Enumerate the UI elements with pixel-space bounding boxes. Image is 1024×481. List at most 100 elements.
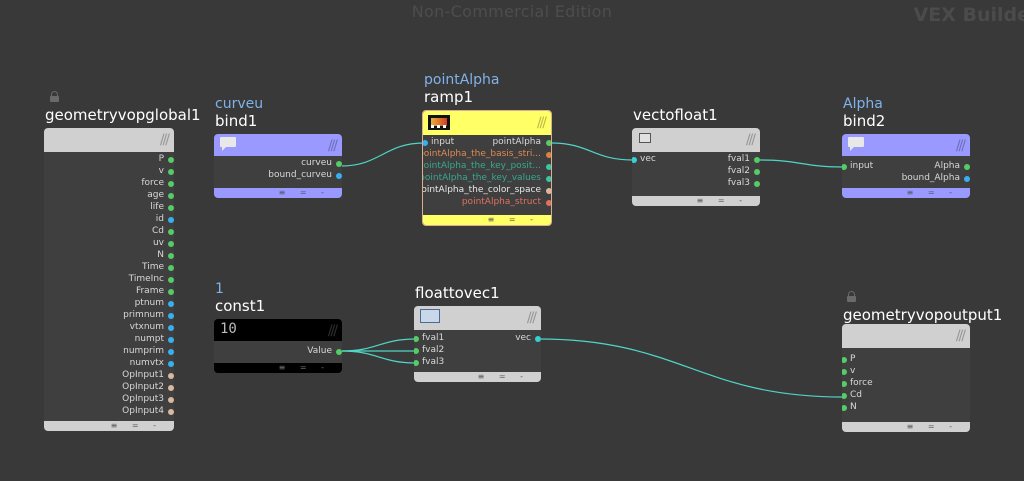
output-dot[interactable] [535, 336, 541, 342]
node-header[interactable]: /// [423, 111, 551, 135]
node-header[interactable]: 10 /// [214, 319, 342, 341]
output-dot[interactable] [168, 397, 174, 403]
output-port-ramp-2[interactable]: pointAlpha_the_key_posit... [422, 161, 541, 171]
output-dot[interactable] [168, 181, 174, 187]
input-port-p[interactable]: P [850, 354, 856, 364]
output-dot[interactable] [754, 169, 760, 175]
input-port-input[interactable]: input [850, 161, 874, 171]
output-port-time[interactable]: Time [141, 262, 164, 272]
output-port-ramp-4[interactable]: pointAlpha_the_color_space [422, 185, 541, 195]
output-dot[interactable] [336, 349, 342, 355]
node-footer[interactable]: ≡ = - [423, 215, 551, 225]
output-port-primnum[interactable]: primnum [123, 310, 164, 320]
output-port-uv[interactable]: uv [152, 238, 164, 248]
input-port-v[interactable]: v [850, 366, 856, 376]
output-dot[interactable] [168, 349, 174, 355]
output-dot[interactable] [168, 289, 174, 295]
output-port-opinput3[interactable]: OpInput3 [122, 394, 164, 404]
input-port-fval3[interactable]: fval3 [422, 357, 445, 367]
node-const1[interactable]: 1 const1 10 /// Value ≡ = - [214, 281, 344, 377]
output-dot[interactable] [168, 157, 174, 163]
node-body[interactable]: /// vec fval1 fval2 fval3 ≡ = - [632, 128, 760, 206]
input-port-input[interactable]: input [431, 137, 455, 147]
node-footer[interactable]: ≡ = - [44, 421, 174, 431]
output-port-ramp-0[interactable]: pointAlpha [492, 137, 541, 147]
input-dot[interactable] [842, 405, 847, 411]
node-footer[interactable]: ≡ = - [842, 422, 970, 432]
output-dot[interactable] [168, 217, 174, 223]
node-header[interactable]: /// [44, 128, 174, 152]
output-port-vtxnum[interactable]: vtxnum [129, 322, 164, 332]
node-floattovec1[interactable]: floattovec1 /// fval1 fval2 fval3 vec ≡ … [414, 284, 544, 384]
output-port-timeinc[interactable]: TimeInc [128, 274, 164, 284]
output-port-fval3[interactable]: fval3 [727, 178, 750, 188]
input-dot[interactable] [842, 357, 847, 363]
input-dot[interactable] [414, 348, 419, 354]
node-header[interactable]: /// [414, 306, 541, 330]
node-body[interactable]: /// input pointAlpha pointAlpha_the_basis… [422, 110, 552, 226]
output-dot[interactable] [168, 313, 174, 319]
output-dot[interactable] [754, 157, 760, 163]
output-dot[interactable] [546, 164, 551, 170]
node-header[interactable]: /// [214, 134, 342, 156]
output-port-ptnum[interactable]: ptnum [134, 298, 164, 308]
output-dot[interactable] [168, 169, 174, 175]
output-dot[interactable] [336, 161, 342, 167]
input-dot[interactable] [842, 381, 847, 387]
output-port-frame[interactable]: Frame [135, 286, 164, 296]
output-port-bound-curveu[interactable]: bound_curveu [268, 170, 332, 180]
output-port-fval1[interactable]: fval1 [727, 154, 750, 164]
input-port-vec[interactable]: vec [640, 154, 656, 164]
output-dot[interactable] [168, 265, 174, 271]
node-vectofloat1[interactable]: vectofloat1 /// vec fval1 fval2 fval3 ≡ … [632, 106, 762, 210]
output-dot[interactable] [168, 361, 174, 367]
output-port-cd[interactable]: Cd [152, 226, 164, 236]
output-port-numprim[interactable]: numprim [123, 346, 164, 356]
input-dot[interactable] [414, 360, 419, 366]
node-bind1[interactable]: curveu bind1 /// curveu bound_curveu ≡ =… [214, 96, 344, 202]
output-dot[interactable] [168, 253, 174, 259]
output-dot[interactable] [168, 193, 174, 199]
output-port-curveu[interactable]: curveu [301, 158, 332, 168]
output-dot[interactable] [168, 373, 174, 379]
output-dot[interactable] [168, 325, 174, 331]
node-body[interactable]: /// fval1 fval2 fval3 vec ≡ = - [414, 306, 541, 382]
node-footer[interactable]: ≡ = - [214, 188, 342, 198]
output-port-opinput1[interactable]: OpInput1 [122, 370, 164, 380]
output-port-alpha[interactable]: Alpha [934, 161, 960, 171]
output-dot[interactable] [546, 140, 551, 146]
node-body[interactable]: /// curveu bound_curveu ≡ = - [214, 134, 342, 198]
output-dot[interactable] [168, 241, 174, 247]
node-footer[interactable]: ≡ = - [842, 188, 970, 198]
output-dot[interactable] [546, 152, 551, 158]
output-dot[interactable] [754, 181, 760, 187]
input-port-n[interactable]: N [850, 402, 857, 412]
output-port-ramp-1[interactable]: pointAlpha_the_basis_stri... [422, 149, 541, 159]
output-port-ramp-3[interactable]: pointAlpha_the_key_values [422, 173, 541, 183]
output-dot[interactable] [168, 229, 174, 235]
node-footer[interactable]: ≡ = - [214, 363, 342, 373]
node-footer[interactable]: ≡ = - [414, 372, 541, 382]
input-dot[interactable] [842, 369, 847, 375]
node-header[interactable]: /// [842, 134, 970, 156]
output-port-bound-alpha[interactable]: bound_Alpha [901, 173, 960, 183]
output-port-value[interactable]: Value [307, 346, 332, 356]
output-dot[interactable] [964, 176, 970, 182]
node-body[interactable]: /// input Alpha bound_Alpha ≡ = - [842, 134, 970, 198]
output-dot[interactable] [168, 385, 174, 391]
output-dot[interactable] [168, 277, 174, 283]
input-port-cd[interactable]: Cd [850, 390, 862, 400]
input-dot[interactable] [414, 336, 419, 342]
input-dot[interactable] [842, 164, 847, 170]
node-header[interactable]: /// [632, 128, 760, 152]
input-dot[interactable] [842, 393, 847, 399]
output-dot[interactable] [546, 200, 551, 206]
node-footer[interactable]: ≡ = - [632, 196, 760, 206]
output-port-age[interactable]: age [147, 190, 164, 200]
output-dot[interactable] [964, 164, 970, 170]
